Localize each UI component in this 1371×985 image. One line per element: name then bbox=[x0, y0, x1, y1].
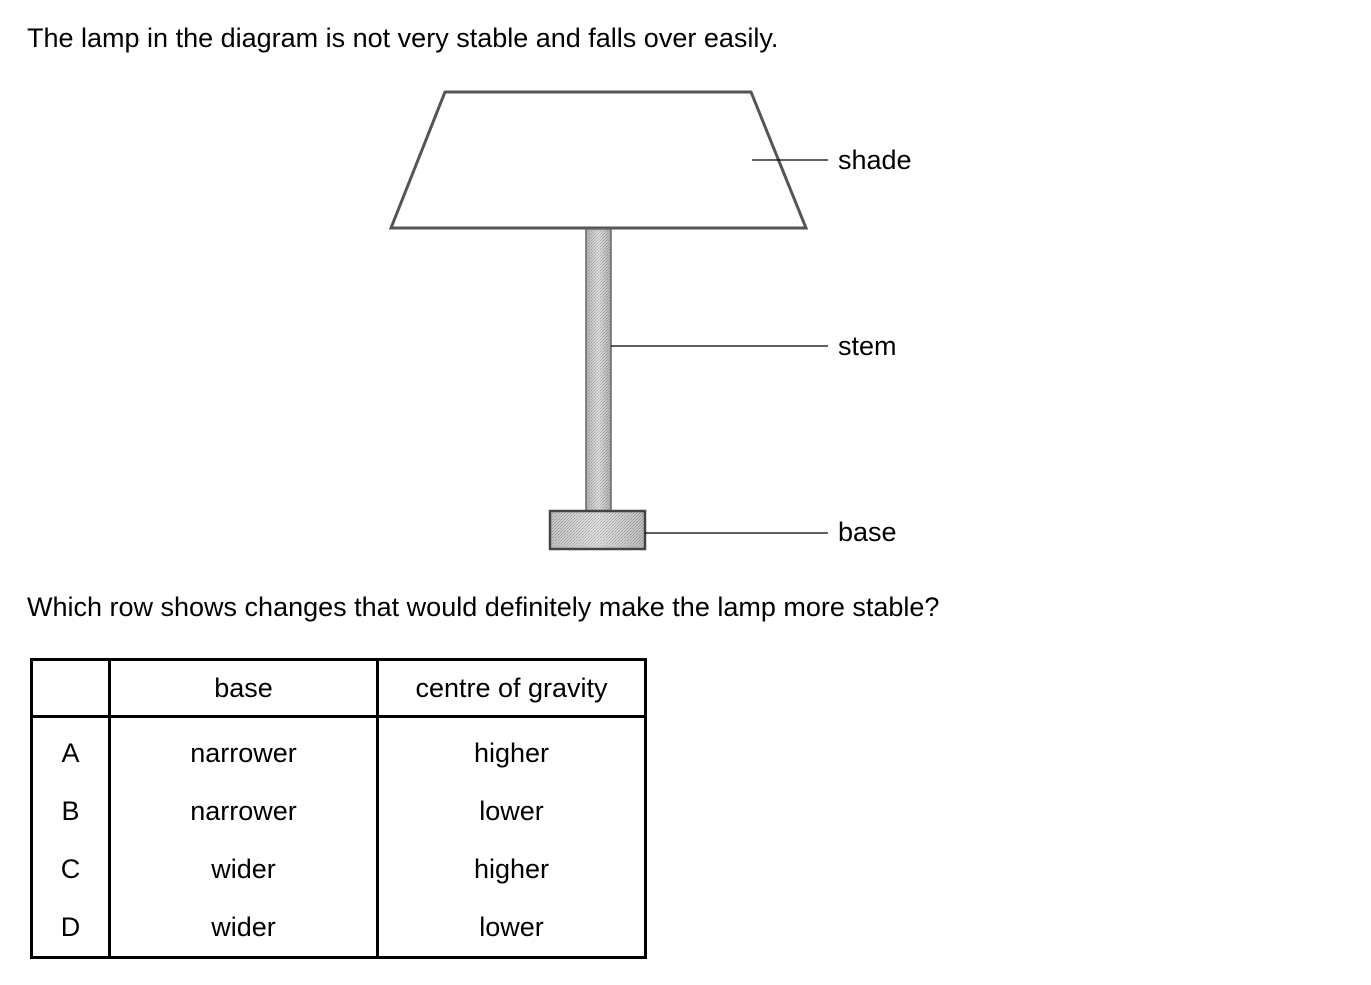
lamp-illustration bbox=[388, 90, 828, 551]
option-letter: B bbox=[30, 782, 111, 840]
question-prompt: Which row shows changes that would defin… bbox=[27, 592, 940, 622]
option-base: narrower bbox=[108, 716, 379, 782]
header-centre-of-gravity: centre of gravity bbox=[376, 659, 647, 718]
lamp-diagram: shade stem base bbox=[388, 90, 912, 551]
shade-label: shade bbox=[838, 145, 912, 175]
base-label: base bbox=[838, 517, 897, 547]
table-row[interactable]: B narrower lower bbox=[30, 782, 647, 840]
options-table: base centre of gravity A narrower higher… bbox=[30, 658, 647, 959]
option-centre-of-gravity: higher bbox=[376, 716, 647, 782]
option-base: wider bbox=[108, 840, 379, 898]
option-centre-of-gravity: lower bbox=[376, 898, 647, 958]
question-intro: The lamp in the diagram is not very stab… bbox=[27, 23, 779, 53]
table-header-row: base centre of gravity bbox=[30, 659, 647, 718]
option-centre-of-gravity: lower bbox=[376, 782, 647, 840]
option-letter: C bbox=[30, 840, 111, 898]
option-centre-of-gravity: higher bbox=[376, 840, 647, 898]
header-base: base bbox=[108, 659, 379, 718]
option-base: wider bbox=[108, 898, 379, 958]
table-row[interactable]: A narrower higher bbox=[30, 716, 647, 782]
stem-label: stem bbox=[838, 331, 897, 361]
option-base: narrower bbox=[108, 782, 379, 840]
table-row[interactable]: D wider lower bbox=[30, 898, 647, 958]
option-letter: D bbox=[30, 898, 111, 958]
header-option bbox=[30, 659, 111, 718]
table-row[interactable]: C wider higher bbox=[30, 840, 647, 898]
lamp-shade bbox=[388, 90, 809, 230]
option-letter: A bbox=[30, 716, 111, 782]
